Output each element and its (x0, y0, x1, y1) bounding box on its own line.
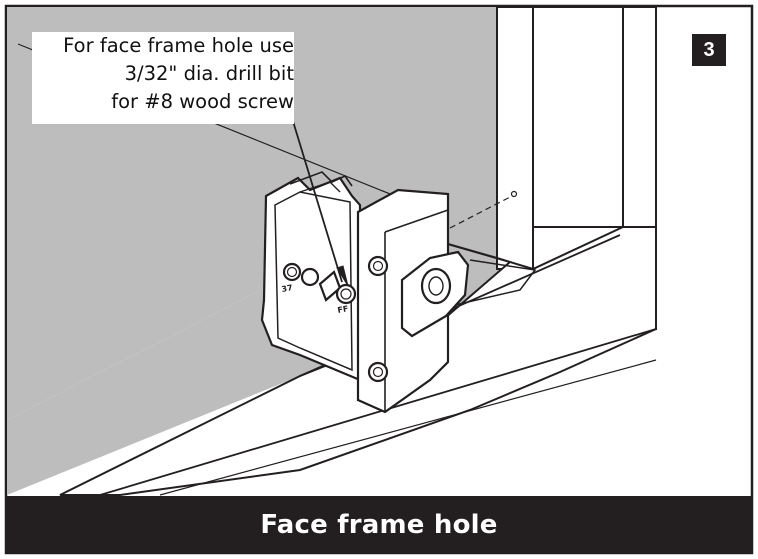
floor-line-1 (159, 359, 657, 496)
drilling-jig (260, 171, 470, 414)
hole-label-37: 37 (281, 283, 294, 294)
caption-bar: Face frame hole (6, 496, 752, 553)
step-number-badge: 3 (692, 34, 726, 66)
caption-title: Face frame hole (260, 509, 498, 540)
callout-line-1: For face frame hole use (63, 34, 294, 57)
hole-label-ff: FF (337, 304, 349, 315)
callout-line-2: 3/32" dia. drill bit (124, 62, 294, 85)
screw-hole-mark (510, 190, 518, 198)
drill-bit-callout: For face frame hole use 3/32" dia. drill… (32, 32, 294, 124)
callout-leader-arrow (291, 117, 343, 283)
rail-edge-line (454, 259, 537, 306)
callout-arrowhead (336, 265, 349, 287)
rail-edge-bottom (99, 328, 657, 496)
drill-axis-upper (449, 195, 513, 229)
callout-line-3: for #8 wood screw (111, 90, 294, 113)
